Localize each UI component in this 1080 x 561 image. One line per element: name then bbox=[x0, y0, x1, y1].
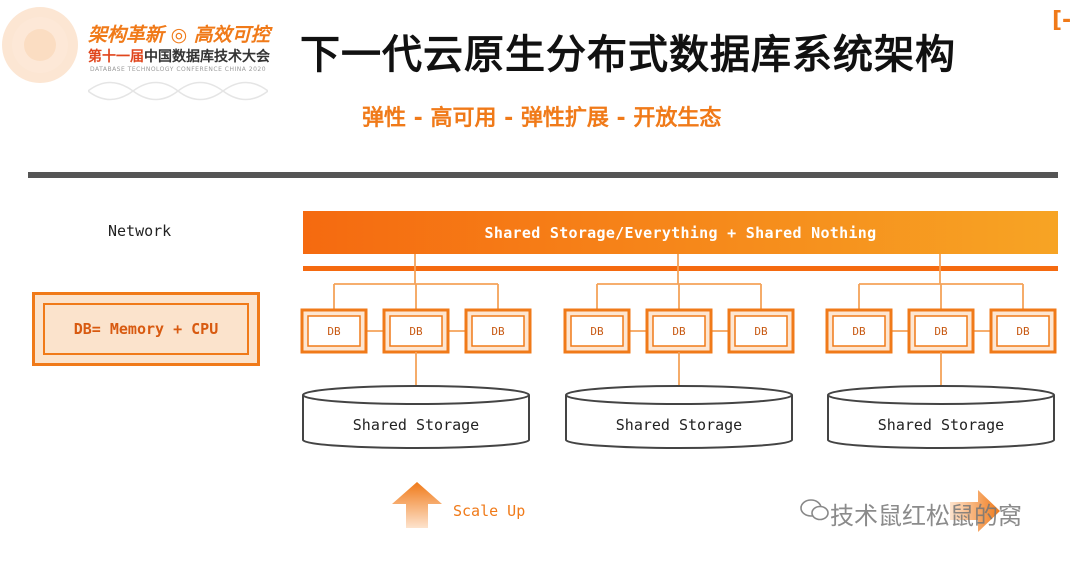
title-divider bbox=[28, 172, 1058, 178]
db-legend-inner: DB= Memory + CPU bbox=[43, 303, 249, 355]
db-legend-text: DB= Memory + CPU bbox=[73, 320, 219, 338]
db-label: DB bbox=[934, 325, 948, 338]
scale-out-arrow-icon bbox=[950, 490, 1000, 532]
db-box-inner bbox=[832, 315, 886, 347]
banner-text: Shared Storage/Everything + Shared Nothi… bbox=[484, 223, 877, 242]
storage-label: Shared Storage bbox=[616, 416, 742, 434]
db-box-inner bbox=[307, 315, 361, 347]
db-label: DB bbox=[1016, 325, 1030, 338]
storage-cylinder-top bbox=[565, 385, 793, 405]
conference-slogan: 架构革新 ◎ 高效可控 bbox=[88, 24, 270, 46]
storage-label: Shared Storage bbox=[353, 416, 479, 434]
storage-cylinder-body bbox=[302, 395, 530, 449]
network-bus-line bbox=[303, 266, 1058, 271]
brand-corner-mark: [- bbox=[1052, 8, 1072, 33]
storage-cylinder-top bbox=[302, 385, 530, 405]
slide-title: 下一代云原生分布式数据库系统架构 bbox=[300, 32, 956, 78]
scale-up-label: Scale Up bbox=[453, 502, 526, 520]
conference-name: 第十一届中国数据库技术大会 bbox=[88, 46, 270, 66]
storage-cylinder-top bbox=[827, 385, 1055, 405]
conference-english-name: DATABASE TECHNOLOGY CONFERENCE CHINA 202… bbox=[90, 66, 267, 73]
db-label: DB bbox=[590, 325, 604, 338]
db-box-inner bbox=[734, 315, 788, 347]
db-label: DB bbox=[672, 325, 686, 338]
db-label: DB bbox=[852, 325, 866, 338]
network-label: Network bbox=[108, 222, 172, 240]
wechat-icon bbox=[800, 499, 829, 521]
storage-cylinder-body bbox=[827, 395, 1055, 449]
db-box-inner bbox=[570, 315, 624, 347]
conference-logo-mark bbox=[2, 7, 78, 83]
db-label: DB bbox=[491, 325, 505, 338]
shared-storage-banner: Shared Storage/Everything + Shared Nothi… bbox=[303, 211, 1058, 254]
db-box-inner bbox=[996, 315, 1050, 347]
db-legend-box: DB= Memory + CPU bbox=[32, 292, 260, 366]
db-box-inner bbox=[389, 315, 443, 347]
slide-subtitle: 弹性 - 高可用 - 弹性扩展 - 开放生态 bbox=[362, 106, 722, 131]
db-box-inner bbox=[652, 315, 706, 347]
scale-up-arrow-icon bbox=[392, 482, 442, 528]
db-label: DB bbox=[409, 325, 423, 338]
db-label: DB bbox=[754, 325, 768, 338]
db-label: DB bbox=[327, 325, 341, 338]
watermark-text: 技术鼠红松鼠的窝 bbox=[830, 502, 1022, 530]
conference-number: 第十一届 bbox=[88, 49, 144, 65]
dna-decoration bbox=[88, 81, 268, 101]
storage-label: Shared Storage bbox=[878, 416, 1004, 434]
db-box-inner bbox=[471, 315, 525, 347]
db-box-inner bbox=[914, 315, 968, 347]
storage-cylinder-body bbox=[565, 395, 793, 449]
conference-title: 中国数据库技术大会 bbox=[144, 49, 270, 65]
